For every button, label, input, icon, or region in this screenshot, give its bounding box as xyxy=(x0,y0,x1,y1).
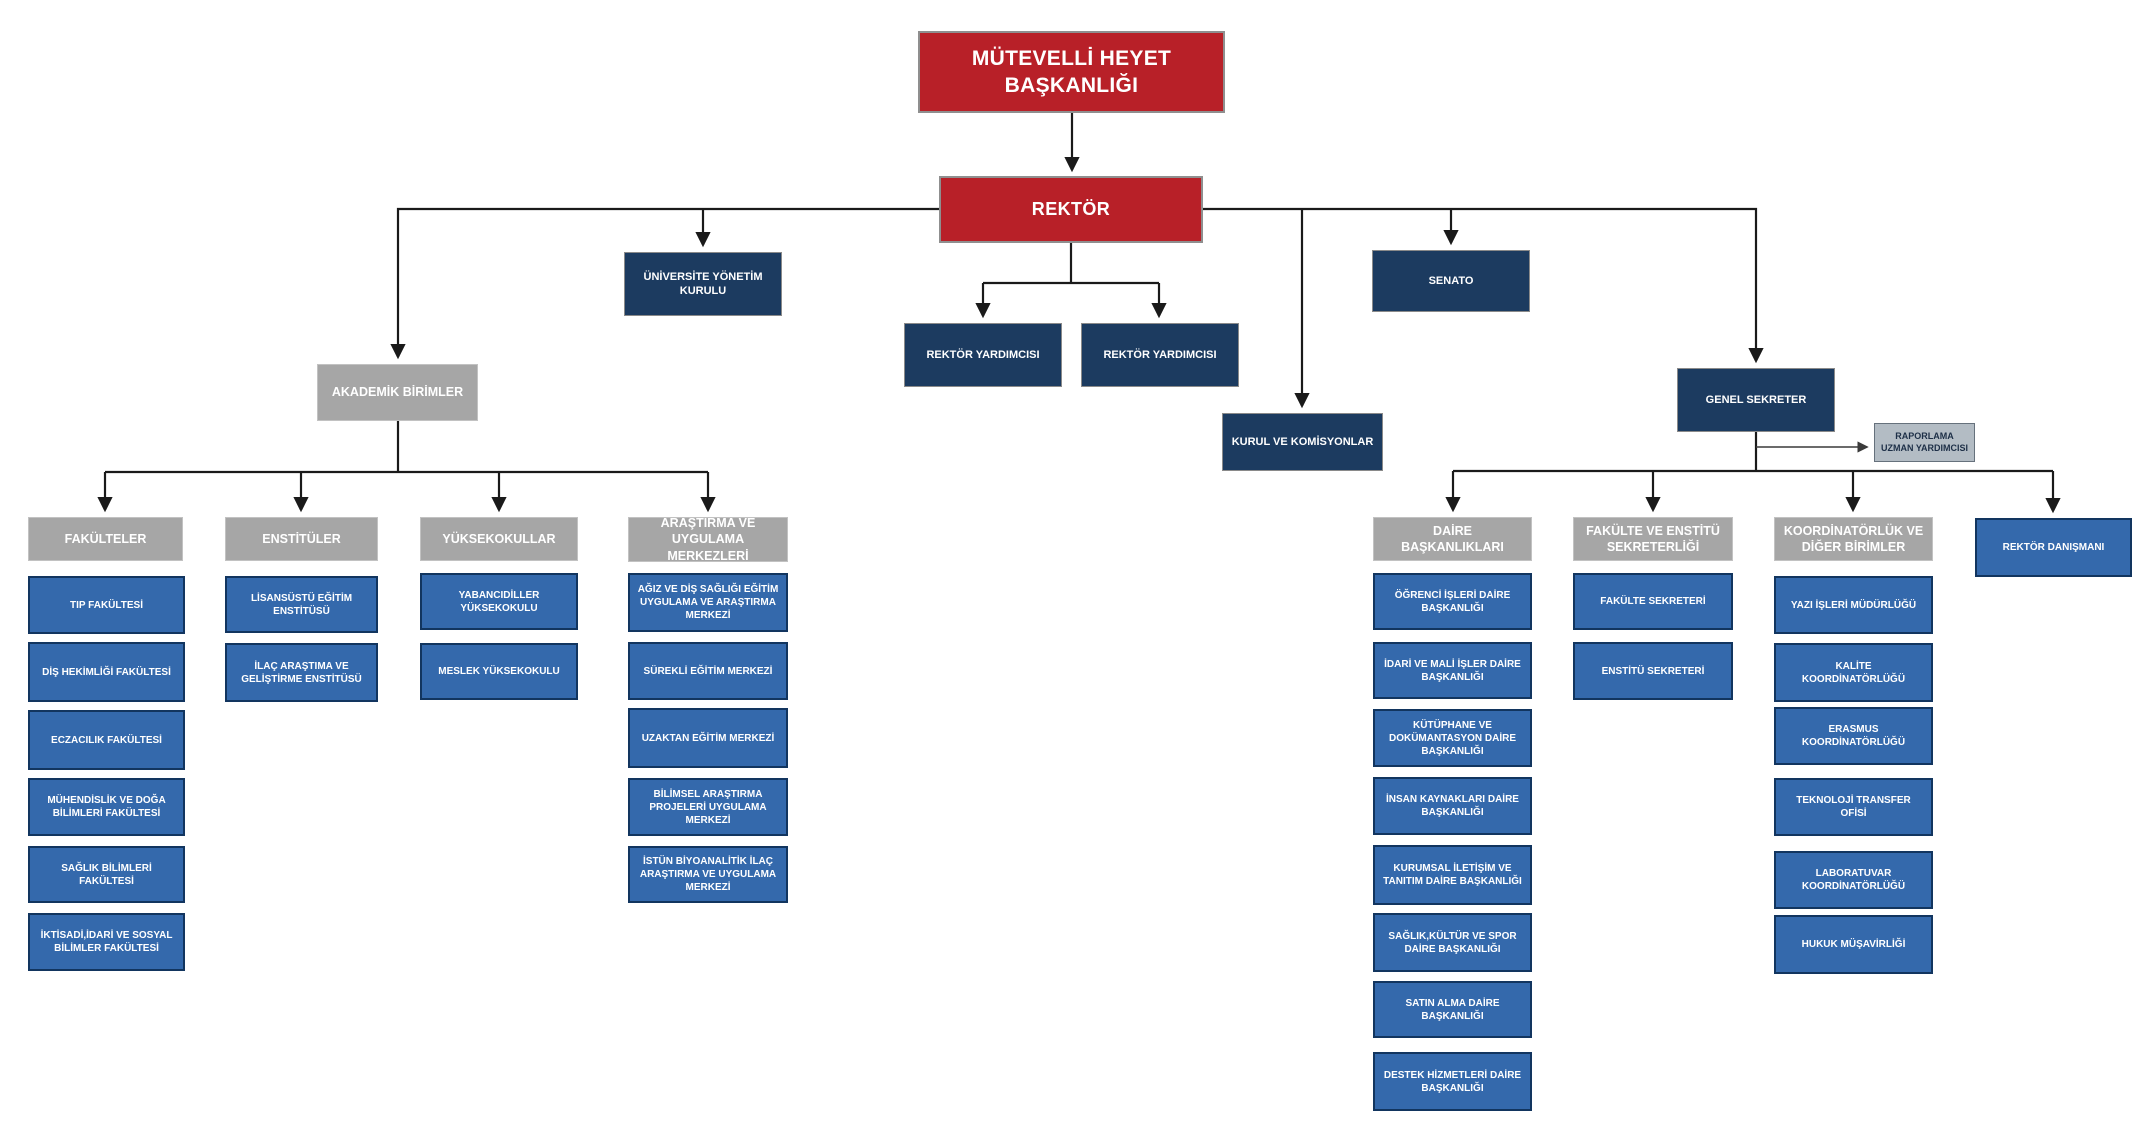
header-schools: YÜKSEKOKULLAR xyxy=(420,517,578,561)
department-headships-item: SATIN ALMA DAİRE BAŞKANLIĞI xyxy=(1373,981,1532,1038)
research-centers-item: İSTÜN BİYOANALİTİK İLAÇ ARAŞTIRMA VE UYG… xyxy=(628,846,788,903)
node-senate: SENATO xyxy=(1372,250,1530,312)
header-faculties: FAKÜLTELER xyxy=(28,517,183,561)
node-academic-units: AKADEMİK BİRİMLER xyxy=(317,364,478,421)
coordinatorships-item: ERASMUS KOORDİNATÖRLÜĞÜ xyxy=(1774,707,1933,765)
coordinatorships-item: YAZI İŞLERİ MÜDÜRLÜĞÜ xyxy=(1774,576,1933,634)
research-centers-item: UZAKTAN EĞİTİM MERKEZİ xyxy=(628,708,788,768)
header-coordinatorships: KOORDİNATÖRLÜK VE DİĞER BİRİMLER xyxy=(1774,517,1933,561)
research-centers-item: SÜREKLİ EĞİTİM MERKEZİ xyxy=(628,642,788,700)
header-institutes: ENSTİTÜLER xyxy=(225,517,378,561)
faculties-item: MÜHENDİSLİK VE DOĞA BİLİMLERİ FAKÜLTESİ xyxy=(28,778,185,836)
header-department-headships: DAİRE BAŞKANLIKLARI xyxy=(1373,517,1532,561)
node-rector: REKTÖR xyxy=(939,176,1203,243)
department-headships-item: SAĞLIK,KÜLTÜR VE SPOR DAİRE BAŞKANLIĞI xyxy=(1373,913,1532,972)
header-research-centers: ARAŞTIRMA VE UYGULAMA MERKEZLERİ xyxy=(628,516,788,563)
institutes-item: İLAÇ ARAŞTIMA VE GELİŞTİRME ENSTİTÜSÜ xyxy=(225,643,378,702)
coordinatorships-item: TEKNOLOJİ TRANSFER OFİSİ xyxy=(1774,778,1933,836)
faculties-item: ECZACILIK FAKÜLTESİ xyxy=(28,710,185,770)
department-headships-item: KÜTÜPHANE VE DOKÜMANTASYON DAİRE BAŞKANL… xyxy=(1373,709,1532,767)
secretariat-item: ENSTİTÜ SEKRETERİ xyxy=(1573,642,1733,700)
faculties-item: DİŞ HEKİMLİĞİ FAKÜLTESİ xyxy=(28,642,185,702)
secretariat-item: FAKÜLTE SEKRETERİ xyxy=(1573,573,1733,630)
faculties-item: TIP FAKÜLTESİ xyxy=(28,576,185,634)
node-rector-advisor: REKTÖR DANIŞMANI xyxy=(1975,518,2132,577)
institutes-item: LİSANSÜSTÜ EĞİTİM ENSTİTÜSÜ xyxy=(225,576,378,633)
node-vice-rector-1: REKTÖR YARDIMCISI xyxy=(904,323,1062,387)
research-centers-item: AĞIZ VE DİŞ SAĞLIĞI EĞİTİM UYGULAMA VE A… xyxy=(628,573,788,632)
coordinatorships-item: KALİTE KOORDİNATÖRLÜĞÜ xyxy=(1774,643,1933,702)
header-secretariat: FAKÜLTE VE ENSTİTÜ SEKRETERLİĞİ xyxy=(1573,517,1733,561)
schools-item: YABANCIDİLLER YÜKSEKOKULU xyxy=(420,573,578,630)
coordinatorships-item: LABORATUVAR KOORDİNATÖRLÜĞÜ xyxy=(1774,851,1933,909)
research-centers-item: BİLİMSEL ARAŞTIRMA PROJELERİ UYGULAMA ME… xyxy=(628,778,788,836)
department-headships-item: DESTEK HİZMETLERİ DAİRE BAŞKANLIĞI xyxy=(1373,1052,1532,1111)
schools-item: MESLEK YÜKSEKOKULU xyxy=(420,643,578,700)
faculties-item: İKTİSADİ,İDARİ VE SOSYAL BİLİMLER FAKÜLT… xyxy=(28,913,185,971)
department-headships-item: İNSAN KAYNAKLARI DAİRE BAŞKANLIĞI xyxy=(1373,777,1532,835)
coordinatorships-item: HUKUK MÜŞAVİRLİĞİ xyxy=(1774,915,1933,974)
node-board-of-trustees: MÜTEVELLİ HEYET BAŞKANLIĞI xyxy=(918,31,1225,113)
department-headships-item: ÖĞRENCİ İŞLERİ DAİRE BAŞKANLIĞI xyxy=(1373,573,1532,630)
node-vice-rector-2: REKTÖR YARDIMCISI xyxy=(1081,323,1239,387)
node-university-executive-board: ÜNİVERSİTE YÖNETİM KURULU xyxy=(624,252,782,316)
node-reporting-specialist-assistant: RAPORLAMA UZMAN YARDIMCISI xyxy=(1874,423,1975,462)
faculties-item: SAĞLIK BİLİMLERİ FAKÜLTESİ xyxy=(28,846,185,903)
department-headships-item: KURUMSAL İLETİŞİM VE TANITIM DAİRE BAŞKA… xyxy=(1373,845,1532,905)
department-headships-item: İDARİ VE MALİ İŞLER DAİRE BAŞKANLIĞI xyxy=(1373,642,1532,699)
node-secretary-general: GENEL SEKRETER xyxy=(1677,368,1835,432)
node-boards-and-commissions: KURUL VE KOMİSYONLAR xyxy=(1222,413,1383,471)
